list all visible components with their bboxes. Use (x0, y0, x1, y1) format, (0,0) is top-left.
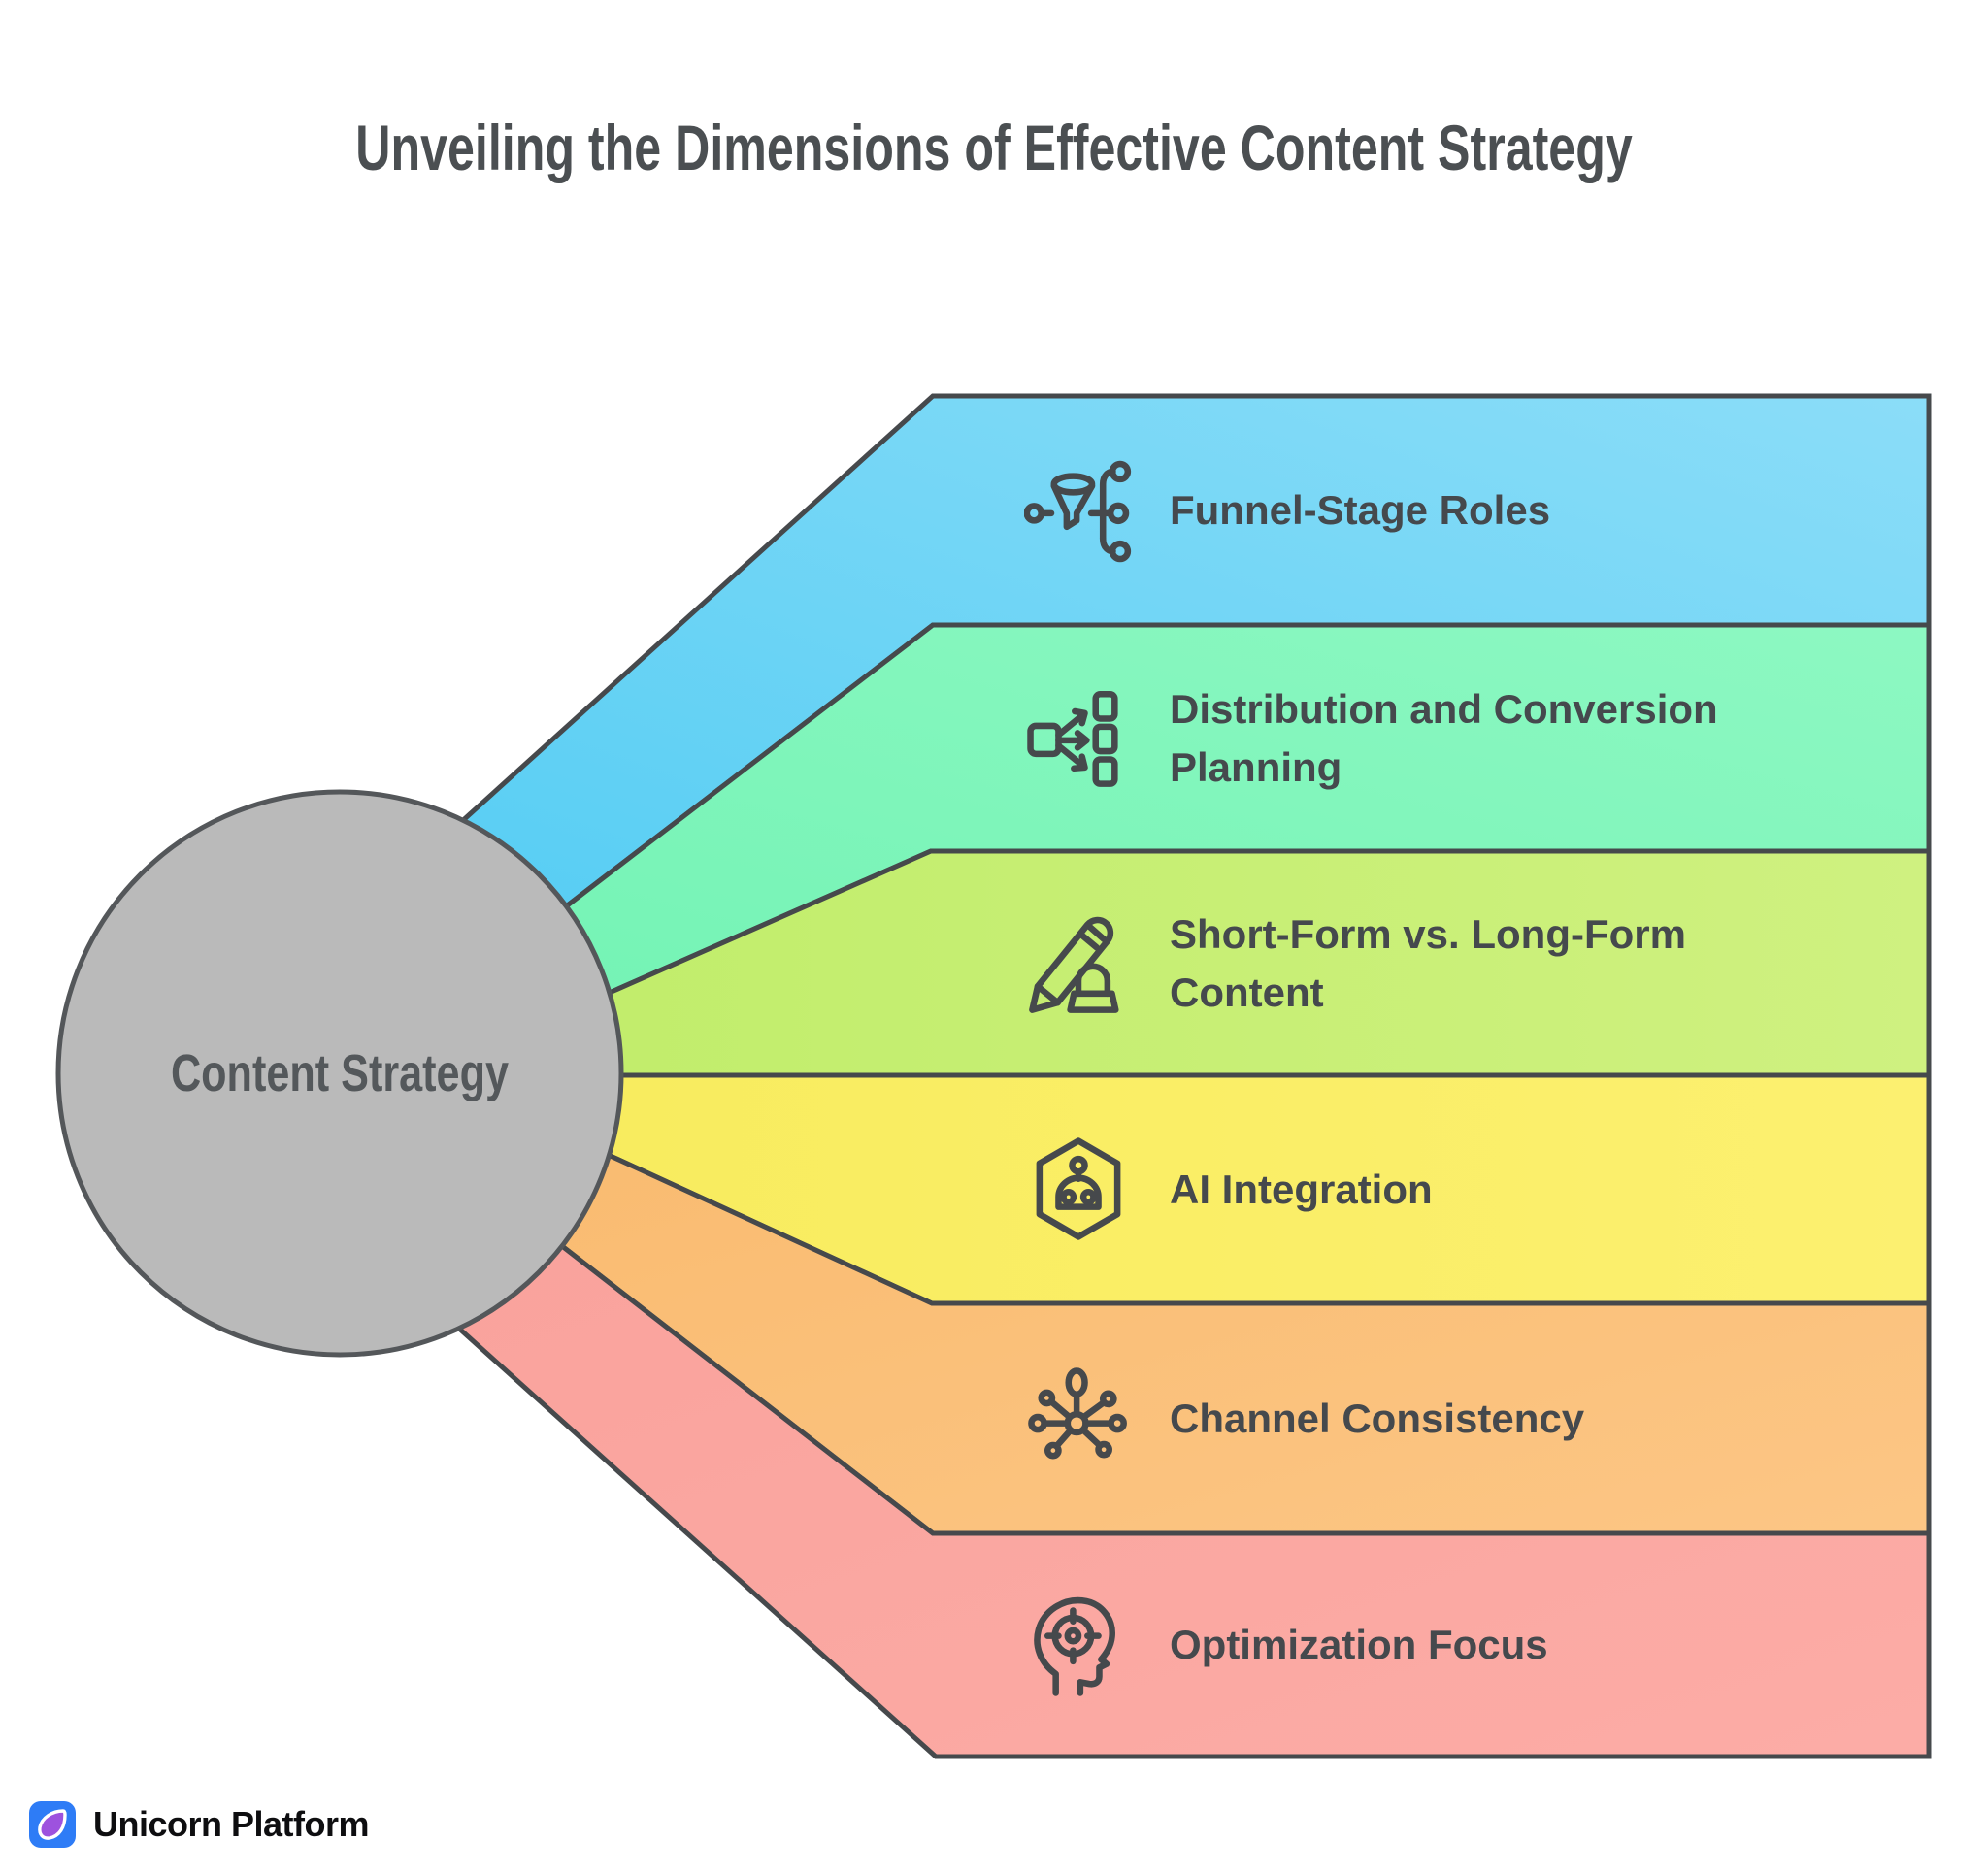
head-target-icon (1024, 1591, 1133, 1699)
hub-network-icon (1024, 1364, 1133, 1472)
band-label-optimization-focus: Optimization Focus (1170, 1622, 1548, 1667)
robot-icon (1024, 1134, 1133, 1243)
pen-stamp-icon (1024, 909, 1133, 1018)
distribution-icon (1024, 684, 1133, 793)
footer-brand-text: Unicorn Platform (93, 1804, 370, 1844)
center-circle (55, 789, 624, 1358)
footer-brand-badge[interactable]: Unicorn Platform (29, 1801, 370, 1848)
unicorn-platform-logo-icon (29, 1801, 76, 1848)
band-label-ai-integration: AI Integration (1170, 1166, 1433, 1212)
band-label-funnel-stage-roles: Funnel-Stage Roles (1170, 487, 1551, 533)
band-label-distribution-conversion: Distribution and Conversion Planning (1170, 685, 1718, 790)
page-title: Unveiling the Dimensions of Effective Co… (355, 112, 1633, 183)
band-label-short-vs-long-form: Short-Form vs. Long-Form Content (1170, 910, 1686, 1015)
band-label-channel-consistency: Channel Consistency (1170, 1395, 1585, 1441)
funnel-flow-icon (1024, 457, 1133, 566)
